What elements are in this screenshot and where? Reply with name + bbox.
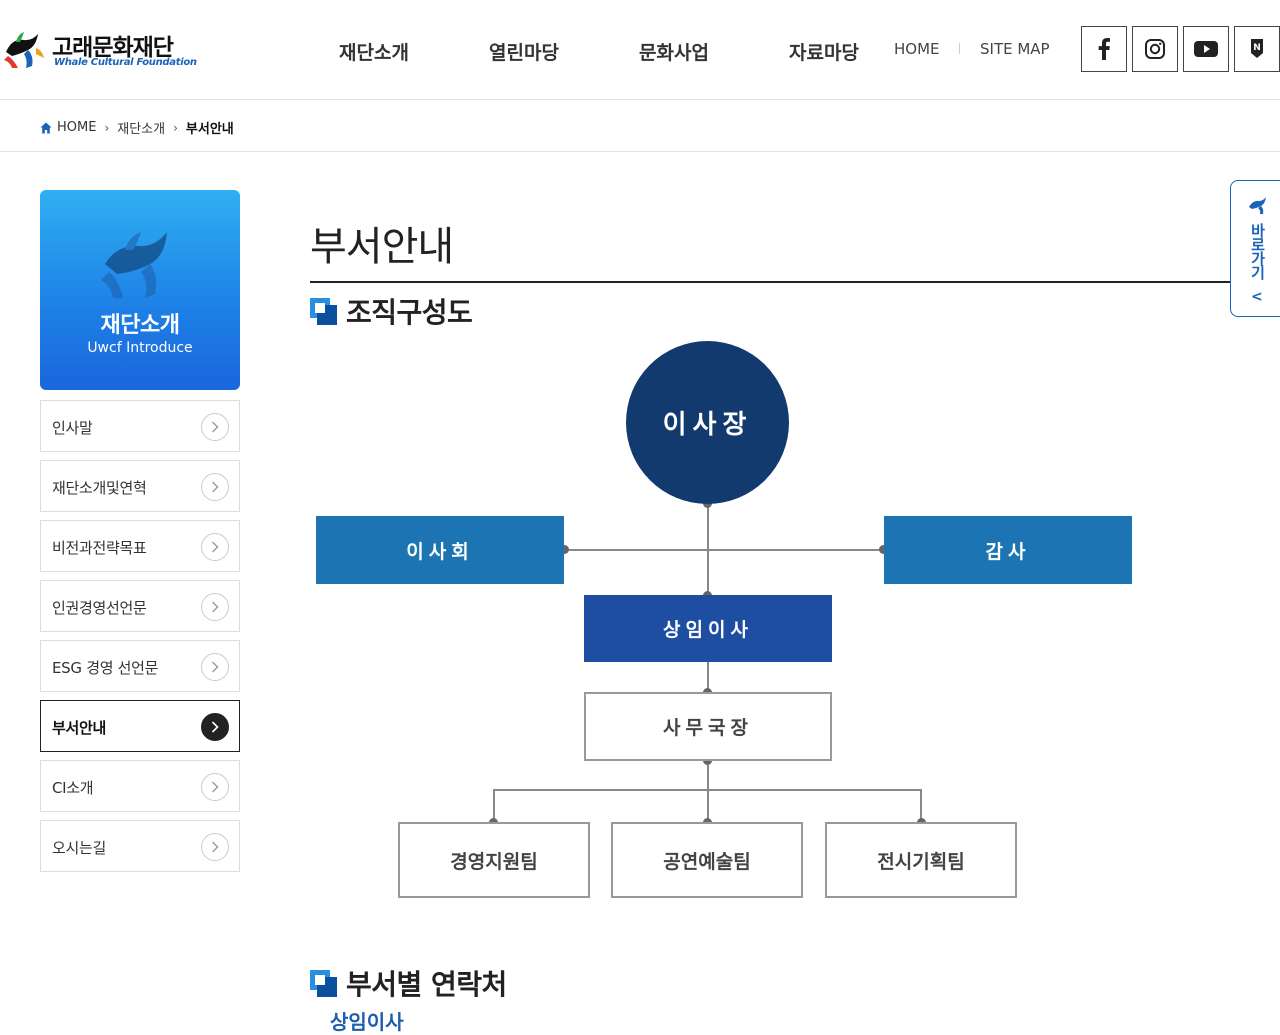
section-bullet-icon xyxy=(310,297,337,325)
org-node-secretary-general: 사무국장 xyxy=(584,692,832,761)
side-title: 재단소개 xyxy=(100,313,180,338)
breadcrumb: HOME › 재단소개 › 부서안내 xyxy=(40,118,234,137)
section-bullet-icon xyxy=(310,969,337,997)
section-title-text: 조직구성도 xyxy=(346,296,473,329)
gnb-item-archive[interactable]: 자료마당 xyxy=(789,42,859,64)
whale-logo-icon xyxy=(4,32,44,68)
chevron-right-icon xyxy=(201,593,229,621)
gnb-item-open-plaza[interactable]: 열린마당 xyxy=(489,42,559,64)
snb-item-greeting[interactable]: 인사말 xyxy=(40,400,240,452)
page-title: 부서안내 xyxy=(310,224,454,270)
quick-link-panel[interactable]: 바로가기 < xyxy=(1230,180,1280,317)
snb-item-label: 오시는길 xyxy=(52,839,107,857)
chevron-right-icon xyxy=(201,533,229,561)
org-node-dot xyxy=(560,545,569,554)
home-link[interactable]: HOME xyxy=(894,40,940,58)
site-header: 고래문화재단 Whale Cultural Foundation 재단소개 열린… xyxy=(0,0,1280,100)
home-icon xyxy=(40,122,52,133)
breadcrumb-separator-icon: › xyxy=(173,120,178,135)
breadcrumb-home[interactable]: HOME xyxy=(57,120,97,135)
breadcrumb-separator-icon: › xyxy=(104,120,110,135)
snb-item-label: 부서안내 xyxy=(52,719,107,737)
side-subtitle: Uwcf Introduce xyxy=(87,340,193,356)
breadcrumb-current: 부서안내 xyxy=(185,122,234,137)
org-connector xyxy=(920,789,922,823)
sitemap-link[interactable]: SITE MAP xyxy=(980,40,1050,58)
chevron-right-icon xyxy=(201,473,229,501)
org-node-team-performing-arts: 공연예술팀 xyxy=(611,822,803,898)
util-divider xyxy=(959,43,960,54)
snb-item-esg[interactable]: ESG 경영 선언문 xyxy=(40,640,240,692)
org-connector xyxy=(493,789,495,823)
snb-item-directions[interactable]: 오시는길 xyxy=(40,820,240,872)
contact-subtitle: 상임이사 xyxy=(330,1010,404,1034)
facebook-button[interactable] xyxy=(1081,26,1127,72)
chevron-right-icon xyxy=(201,713,229,741)
org-node-team-exhibition: 전시기획팀 xyxy=(825,822,1017,898)
org-node-dot xyxy=(879,545,888,554)
section-title-contacts: 부서별 연락처 xyxy=(310,963,507,1003)
snb-item-label: 재단소개및연혁 xyxy=(52,479,147,497)
snb-item-ci[interactable]: CI소개 xyxy=(40,760,240,812)
youtube-icon xyxy=(1194,41,1218,57)
org-node-board: 이사회 xyxy=(316,516,564,584)
chevron-right-icon xyxy=(201,413,229,441)
chevron-right-icon xyxy=(201,773,229,801)
whale-illustration-icon xyxy=(101,232,167,298)
facebook-icon xyxy=(1098,38,1110,60)
org-node-chairman: 이사장 xyxy=(626,341,789,504)
snb-item-label: 인권경영선언문 xyxy=(52,599,147,617)
chevron-left-icon: < xyxy=(1251,289,1263,305)
youtube-button[interactable] xyxy=(1183,26,1229,72)
gnb-item-foundation[interactable]: 재단소개 xyxy=(339,42,409,64)
snb-item-history[interactable]: 재단소개및연혁 xyxy=(40,460,240,512)
title-divider xyxy=(310,281,1230,283)
chevron-right-icon xyxy=(201,653,229,681)
org-connector xyxy=(564,549,884,551)
instagram-icon xyxy=(1145,39,1165,59)
section-title-org-chart: 조직구성도 xyxy=(310,291,473,331)
side-hero-banner: 재단소개 Uwcf Introduce xyxy=(40,190,240,390)
gnb-item-culture-business[interactable]: 문화사업 xyxy=(639,42,709,64)
org-connector xyxy=(707,760,709,823)
snb-item-label: CI소개 xyxy=(52,779,94,797)
blog-icon: N xyxy=(1251,39,1263,58)
snb-item-label: 비전과전략목표 xyxy=(52,539,147,557)
instagram-button[interactable] xyxy=(1132,26,1178,72)
breadcrumb-level1[interactable]: 재단소개 xyxy=(117,122,166,137)
whale-logo-icon xyxy=(1249,197,1266,214)
snb-item-human-rights[interactable]: 인권경영선언문 xyxy=(40,580,240,632)
snb-item-label: 인사말 xyxy=(52,419,93,437)
org-node-executive-director: 상임이사 xyxy=(584,595,832,662)
quick-link-label: 바로가기 xyxy=(1251,222,1265,282)
logo-english-text: Whale Cultural Foundation xyxy=(54,57,197,68)
chevron-right-icon xyxy=(201,833,229,861)
org-connector xyxy=(493,789,922,791)
svg-text:N: N xyxy=(1253,43,1261,53)
org-node-audit: 감사 xyxy=(884,516,1132,584)
snb-item-label: ESG 경영 선언문 xyxy=(52,659,159,677)
blog-button[interactable]: N xyxy=(1234,26,1280,72)
snb-item-vision[interactable]: 비전과전략목표 xyxy=(40,520,240,572)
section-title-text: 부서별 연락처 xyxy=(346,968,507,1001)
org-node-team-management: 경영지원팀 xyxy=(398,822,590,898)
site-logo[interactable]: 고래문화재단 Whale Cultural Foundation xyxy=(2,26,202,76)
breadcrumb-bar: HOME › 재단소개 › 부서안내 xyxy=(0,101,1280,152)
snb-item-departments[interactable]: 부서안내 xyxy=(40,700,240,752)
logo-korean-text: 고래문화재단 xyxy=(52,35,174,61)
